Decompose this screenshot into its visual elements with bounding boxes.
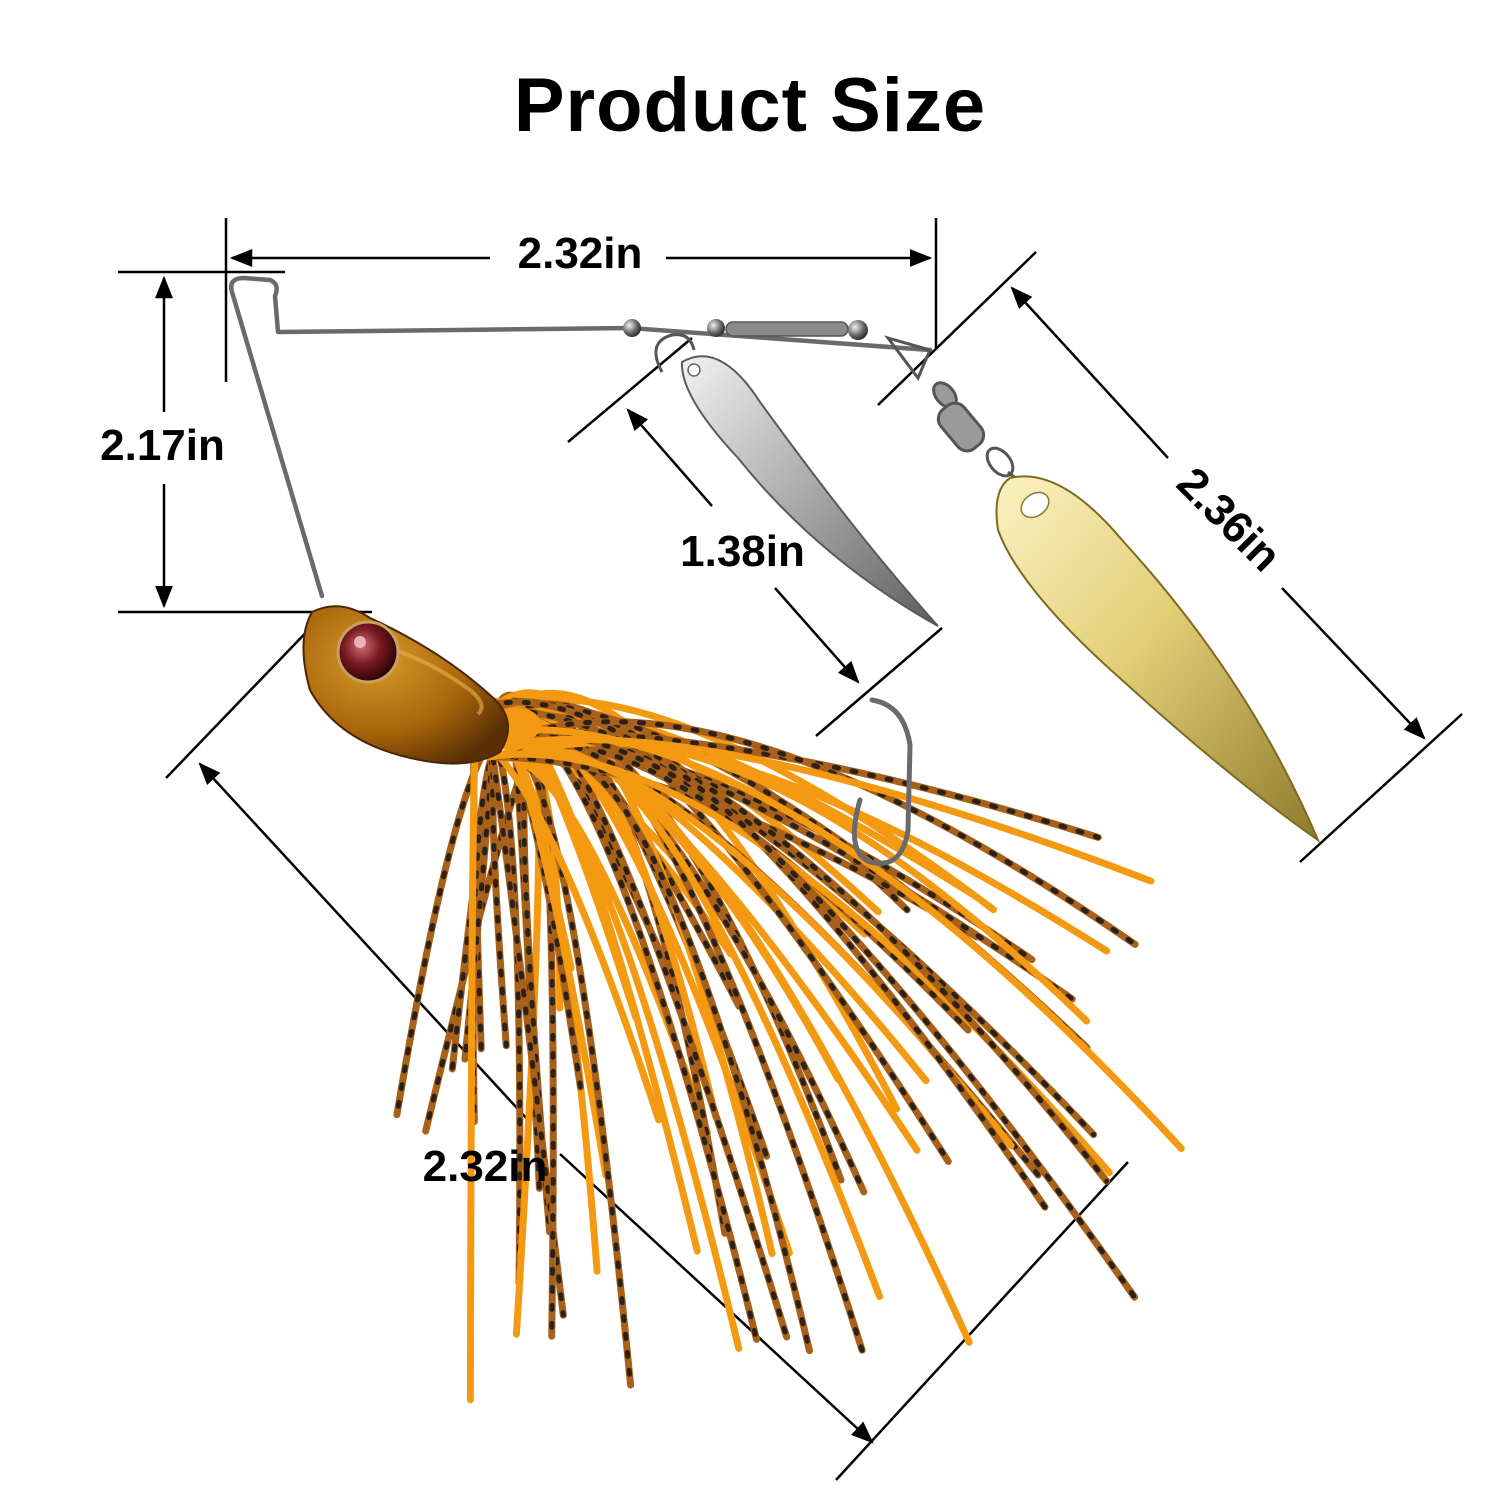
small-blade-arrow-bottom <box>774 587 860 684</box>
skirt-extension-bottom <box>835 1161 1129 1481</box>
large-blade-extension-bottom <box>1299 713 1463 863</box>
silicone-skirt <box>393 689 1185 1404</box>
head-eye <box>336 620 400 684</box>
arm-height-label: 2.17in <box>100 421 225 470</box>
small-blade-extension-bottom <box>815 627 943 737</box>
skirt-strand-spots <box>394 729 512 1118</box>
bead-2 <box>707 319 725 337</box>
skirt-strand-spots <box>512 719 1138 947</box>
skirt-strand-spots <box>423 732 543 1134</box>
wire-arm <box>229 275 933 599</box>
skirt-strand <box>468 725 1185 1152</box>
small-blade-label: 1.38in <box>680 527 805 576</box>
top-width-label: 2.32in <box>500 232 660 276</box>
lure-head <box>302 605 509 765</box>
large-blade-extension-top <box>877 251 1037 406</box>
skirt-strand-spots <box>540 728 728 1236</box>
small-blade-arrow-top <box>626 408 713 507</box>
small-willow-blade <box>654 333 939 627</box>
swivel <box>884 335 1031 492</box>
large-willow-blade <box>995 475 1321 843</box>
skirt-strand-spots <box>476 727 1035 963</box>
bead-3 <box>848 320 868 340</box>
skirt-strand-spots <box>506 701 770 1159</box>
wire-sleeve <box>725 321 849 337</box>
skirt-length-label: 2.32in <box>422 1142 548 1191</box>
bead-1 <box>623 319 641 337</box>
skirt-strand-spots <box>511 698 1090 1051</box>
page-title: Product Size <box>513 63 987 148</box>
skirt-strand-spots <box>469 699 1138 1300</box>
beads <box>623 319 868 340</box>
hook <box>851 697 913 866</box>
skirt-strand-spots <box>481 711 759 1342</box>
skirt-extension-top <box>165 619 319 779</box>
skirt-strand <box>519 735 1155 885</box>
skirt-strand-spots <box>475 705 1110 1184</box>
small-blade-extension-top <box>567 337 693 443</box>
large-blade-arrow-top <box>1010 286 1169 459</box>
large-blade-arrow-bottom <box>1281 587 1426 740</box>
